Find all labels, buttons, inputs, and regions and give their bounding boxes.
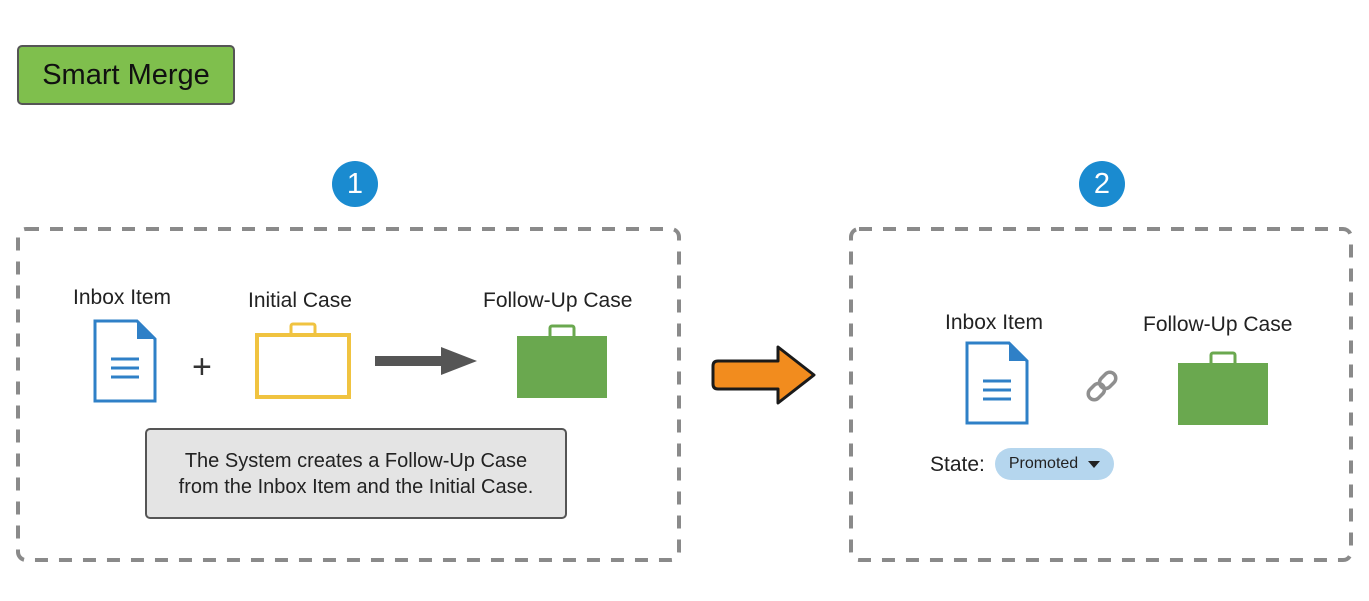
document-icon	[93, 319, 157, 403]
note-line-2: from the Inbox Item and the Initial Case…	[178, 475, 534, 498]
state-label: State:	[930, 453, 985, 476]
chevron-down-icon	[1088, 460, 1101, 468]
follow-up-case-label-2: Follow-Up Case	[1143, 313, 1293, 336]
panel-2-border	[849, 227, 1353, 562]
state-value: Promoted	[1008, 455, 1079, 472]
inbox-item-label-2: Inbox Item	[945, 311, 1044, 334]
briefcase-icon	[1178, 351, 1268, 425]
link-icon	[1086, 370, 1118, 402]
follow-up-case-label-1: Follow-Up Case	[483, 289, 633, 312]
state-dropdown[interactable]: Promoted	[995, 448, 1114, 480]
initial-case-label: Initial Case	[248, 289, 352, 312]
panel-1-border	[16, 227, 681, 562]
inbox-item-label-1: Inbox Item	[73, 286, 172, 309]
description-note: The System creates a Follow-Up Case from…	[145, 428, 567, 519]
big-arrow-icon	[711, 345, 816, 405]
document-icon	[965, 341, 1029, 425]
briefcase-outline-icon	[255, 322, 351, 399]
step-badge-2: 2	[1079, 161, 1125, 207]
arrow-right-icon	[375, 347, 477, 375]
plus-sign: +	[192, 348, 212, 386]
briefcase-icon	[517, 324, 607, 398]
note-line-1: The System creates a Follow-Up Case	[184, 449, 528, 472]
step-badge-1: 1	[332, 161, 378, 207]
diagram-title: Smart Merge	[17, 45, 235, 105]
